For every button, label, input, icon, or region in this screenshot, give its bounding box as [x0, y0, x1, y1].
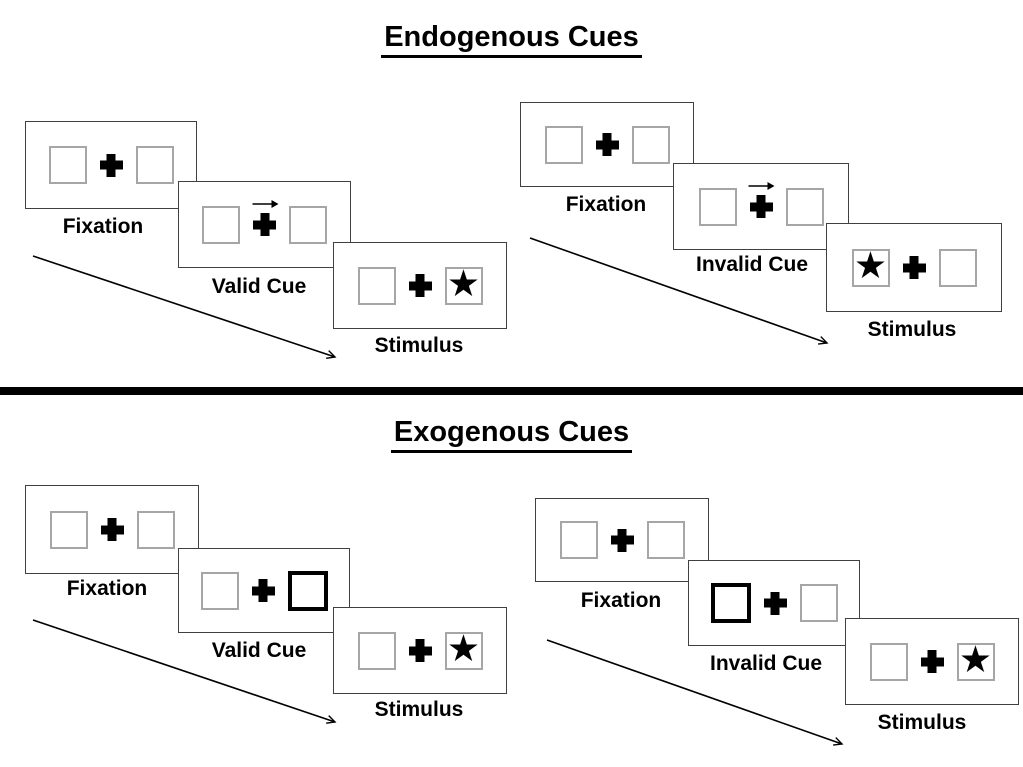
star-icon: ★ — [446, 627, 481, 670]
section-title-exogenous: Exogenous Cues — [0, 416, 1023, 453]
stimulus-card: ★ — [333, 607, 507, 694]
card-label: Fixation — [62, 215, 144, 238]
fixation-cross-icon — [611, 529, 634, 552]
placeholder-box — [631, 125, 670, 164]
star-icon: ★ — [958, 638, 993, 681]
star-box: ★ — [444, 627, 483, 670]
placeholder-box — [202, 205, 240, 244]
star-box: ★ — [444, 262, 483, 305]
placeholder-box — [48, 146, 87, 184]
placeholder-box — [135, 146, 174, 184]
cue-box — [710, 583, 751, 623]
placeholder-box — [938, 248, 977, 287]
cue-box — [287, 570, 328, 611]
fixation-card — [25, 485, 199, 574]
placeholder-box — [289, 205, 327, 244]
placeholder-box — [646, 521, 685, 559]
section-title-endogenous: Endogenous Cues — [0, 21, 1023, 58]
card-label: Stimulus — [867, 318, 957, 341]
star-icon: ★ — [853, 244, 888, 287]
card-label: Stimulus — [374, 698, 464, 721]
placeholder-box — [799, 584, 838, 622]
placeholder-box — [544, 125, 583, 164]
star-box: ★ — [956, 638, 995, 681]
section-title-text: Endogenous Cues — [381, 21, 642, 58]
section-divider — [0, 387, 1023, 395]
card-label: Invalid Cue — [709, 652, 823, 675]
star-icon: ★ — [446, 262, 481, 305]
cue-card — [673, 163, 849, 250]
cue-card — [688, 560, 860, 646]
placeholder-box — [357, 631, 396, 670]
placeholder-box — [559, 521, 598, 559]
section-title-text: Exogenous Cues — [390, 416, 633, 453]
cue-card — [178, 548, 350, 633]
placeholder-box — [49, 510, 88, 549]
stimulus-card: ★ — [333, 242, 507, 329]
cue-arrow-icon — [252, 200, 278, 208]
placeholder-box — [200, 571, 239, 610]
fixation-card — [520, 102, 694, 187]
placeholder-box — [869, 642, 908, 681]
card-label: Fixation — [66, 577, 148, 600]
fixation-cross-icon — [764, 592, 787, 615]
cue-card — [178, 181, 351, 268]
card-label: Stimulus — [877, 711, 967, 734]
cue-arrow-icon — [748, 182, 775, 190]
placeholder-box — [785, 187, 824, 226]
card-label: Fixation — [565, 193, 647, 216]
stimulus-card: ★ — [826, 223, 1002, 312]
fixation-card — [535, 498, 709, 582]
card-label: Stimulus — [374, 334, 464, 357]
star-box: ★ — [851, 244, 890, 287]
placeholder-box — [357, 266, 396, 305]
stimulus-card: ★ — [845, 618, 1019, 705]
placeholder-box — [698, 187, 737, 226]
fixation-cross-icon — [921, 650, 944, 673]
card-label: Fixation — [580, 589, 662, 612]
fixation-card — [25, 121, 197, 209]
placeholder-box — [136, 510, 175, 549]
